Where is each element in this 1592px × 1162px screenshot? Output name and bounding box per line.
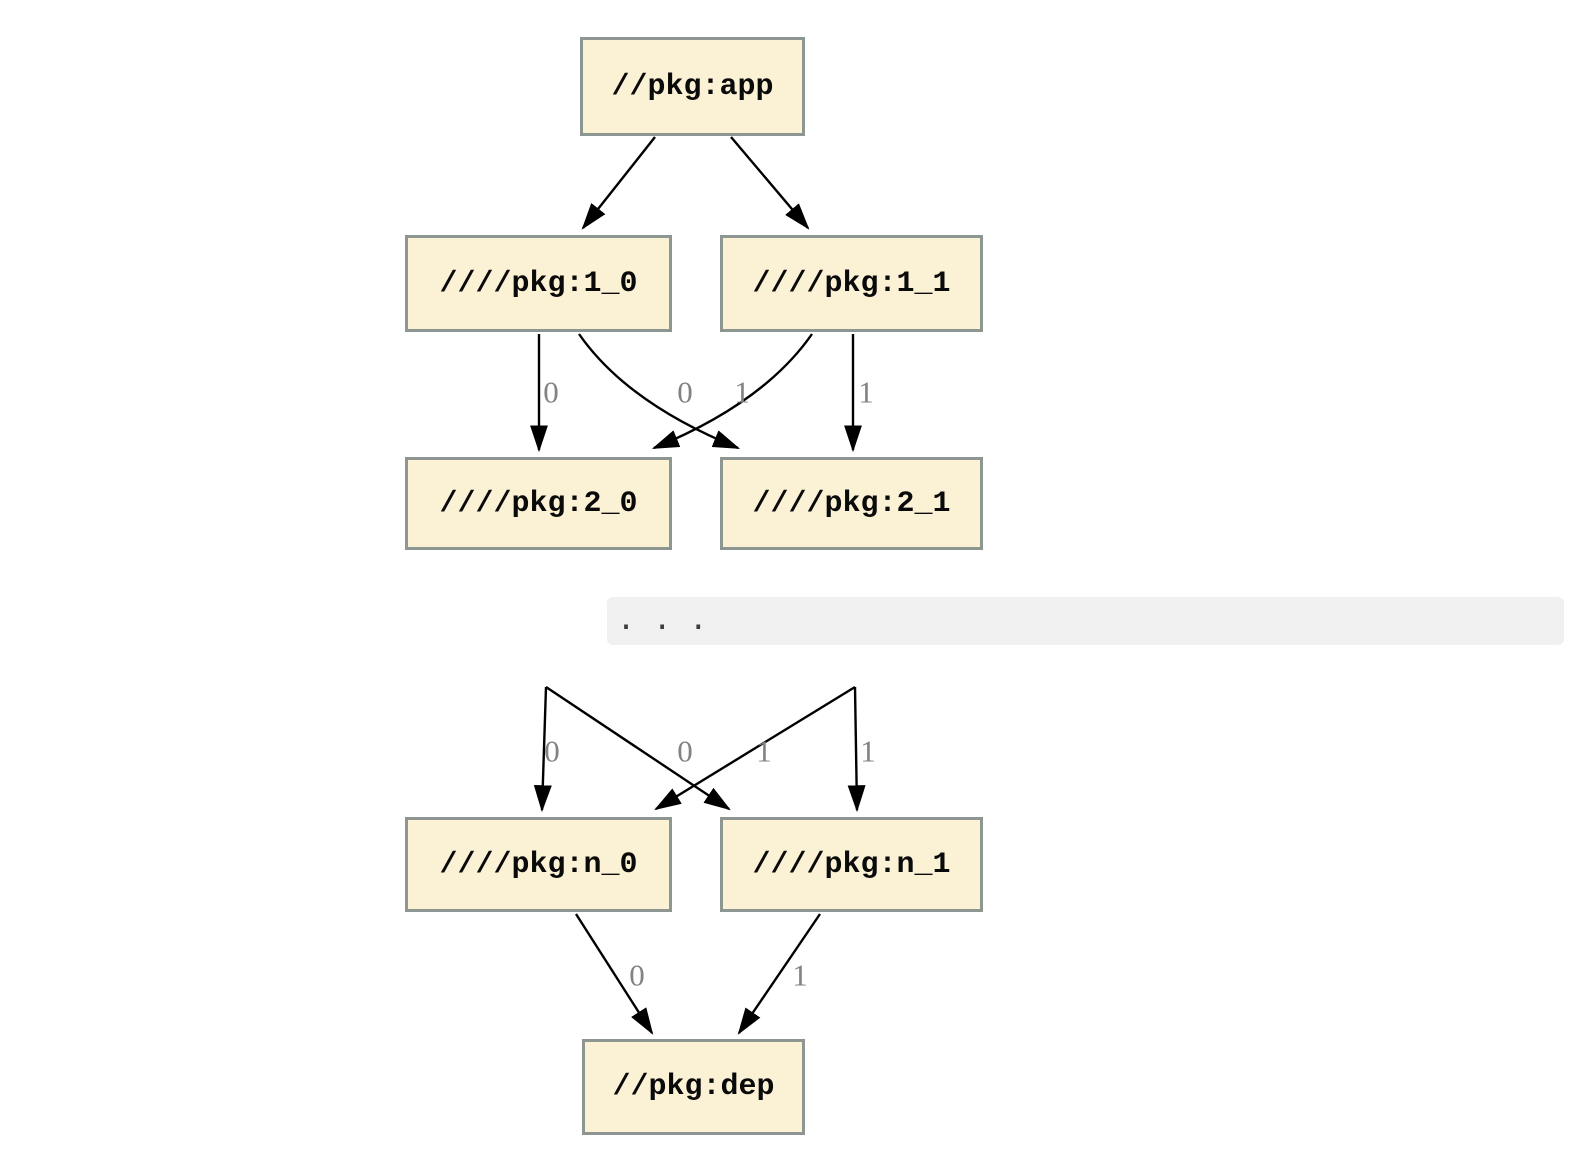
graph-node-n_1: ////pkg:n_1 (720, 817, 983, 912)
node-label-dep: //pkg:dep (612, 1070, 775, 1104)
graph-node-2_1: ////pkg:2_1 (720, 457, 983, 550)
edge-label-omitted-n_0-left: 0 (544, 733, 560, 769)
graph-node-n_0: ////pkg:n_0 (405, 817, 672, 912)
graph-node-app: //pkg:app (580, 37, 805, 136)
graph-node-1_1: ////pkg:1_1 (720, 235, 983, 332)
edge-label-n_1-dep: 1 (792, 957, 808, 993)
ellipsis-text: . . . (617, 602, 708, 637)
edge-omitted-left-to-n_1 (545, 686, 731, 811)
edge-label-1_1-2_0: 0 (677, 374, 693, 410)
edge-label-1_0-2_1: 1 (734, 374, 750, 410)
node-label-n_1: ////pkg:n_1 (752, 847, 951, 882)
graph-node-1_0: ////pkg:1_0 (405, 235, 672, 332)
edge-n_1-to-dep (737, 913, 821, 1035)
edge-app-to-1_1 (730, 136, 810, 230)
edge-1_0-to-2_1 (578, 333, 741, 450)
node-label-1_1: ////pkg:1_1 (752, 266, 951, 301)
node-label-n_0: ////pkg:n_0 (439, 847, 638, 882)
node-label-2_0: ////pkg:2_0 (439, 486, 638, 521)
edge-label-omitted-n_0-right: 0 (677, 733, 693, 769)
edge-label-omitted-n_1-right: 1 (860, 733, 876, 769)
omitted-levels-bar: . . . (607, 597, 1564, 645)
edge-omitted-right-to-n_1 (847, 686, 866, 813)
edge-label-n_0-dep: 0 (629, 957, 645, 993)
graph-node-2_0: ////pkg:2_0 (405, 457, 672, 550)
edge-label-1_1-2_1: 1 (858, 374, 874, 410)
node-label-app: //pkg:app (611, 69, 774, 104)
node-label-1_0: ////pkg:1_0 (439, 266, 638, 301)
graph-node-dep: //pkg:dep (582, 1039, 805, 1135)
node-label-2_1: ////pkg:2_1 (752, 486, 951, 521)
edge-label-1_0-2_0: 0 (543, 374, 559, 410)
edge-app-to-1_0 (581, 136, 656, 230)
edge-label-omitted-n_1-left: 1 (756, 733, 772, 769)
